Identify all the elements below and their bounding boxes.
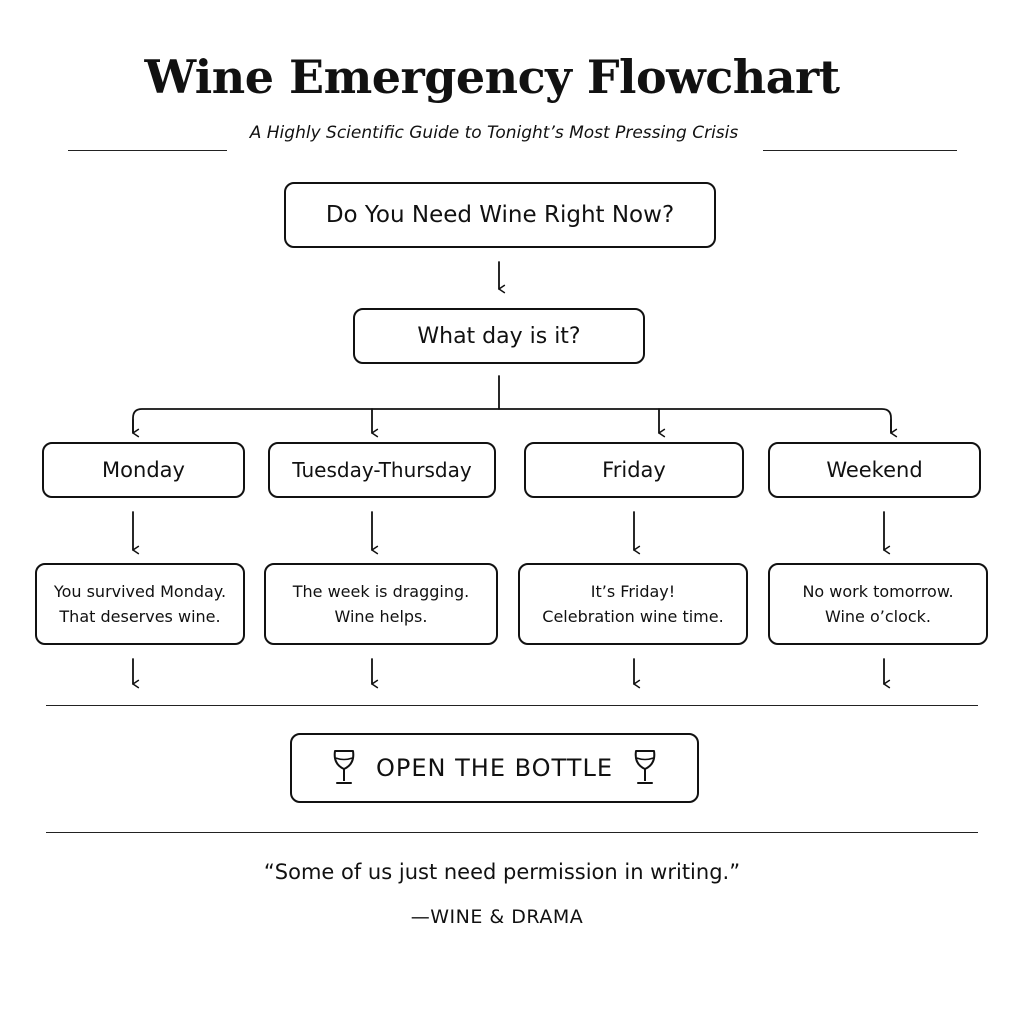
divider-top [46, 705, 978, 706]
day-label: Tuesday-Thursday [292, 458, 472, 482]
final-action-box: OPEN THE BOTTLE [290, 733, 699, 803]
page-title: Wine Emergency Flowchart [144, 50, 840, 104]
divider-bottom [46, 832, 978, 833]
result-line: Wine helps. [334, 607, 428, 626]
result-line: You survived Monday. [53, 582, 227, 601]
branch-bar [132, 408, 892, 433]
final-action-label: OPEN THE BOTTLE [376, 754, 613, 782]
subtitle-rule-left [68, 150, 227, 151]
page-subtitle: A Highly Scientific Guide to Tonight’s M… [249, 123, 739, 143]
day-box-monday: Monday [42, 442, 245, 498]
day-box-friday: Friday [524, 442, 744, 498]
result-box-weekend: No work tomorrow. Wine o’clock. [768, 563, 988, 645]
result-line: Celebration wine time. [542, 607, 724, 626]
day-question-label: What day is it? [417, 323, 581, 349]
result-line: No work tomorrow. [802, 582, 954, 601]
result-line: It’s Friday! [590, 582, 676, 601]
quote-attribution: —WINE & DRAMA [410, 906, 584, 928]
wine-glass-icon [330, 748, 358, 788]
result-box-tuesday-thursday: The week is dragging. Wine helps. [264, 563, 498, 645]
quote-text: “Some of us just need permission in writ… [263, 860, 741, 884]
day-label: Weekend [826, 458, 923, 482]
day-box-weekend: Weekend [768, 442, 981, 498]
subtitle-rule-right [763, 150, 957, 151]
day-label: Friday [602, 458, 666, 482]
day-box-tuesday-thursday: Tuesday-Thursday [268, 442, 496, 498]
wine-glass-icon [631, 748, 659, 788]
result-box-monday: You survived Monday. That deserves wine. [35, 563, 245, 645]
result-line: That deserves wine. [59, 607, 221, 626]
result-box-friday: It’s Friday! Celebration wine time. [518, 563, 748, 645]
main-question-label: Do You Need Wine Right Now? [325, 202, 675, 228]
result-line: The week is dragging. [292, 582, 470, 601]
result-line: Wine o’clock. [824, 607, 932, 626]
day-label: Monday [102, 458, 185, 482]
day-question-box: What day is it? [353, 308, 645, 364]
main-question-box: Do You Need Wine Right Now? [284, 182, 716, 248]
